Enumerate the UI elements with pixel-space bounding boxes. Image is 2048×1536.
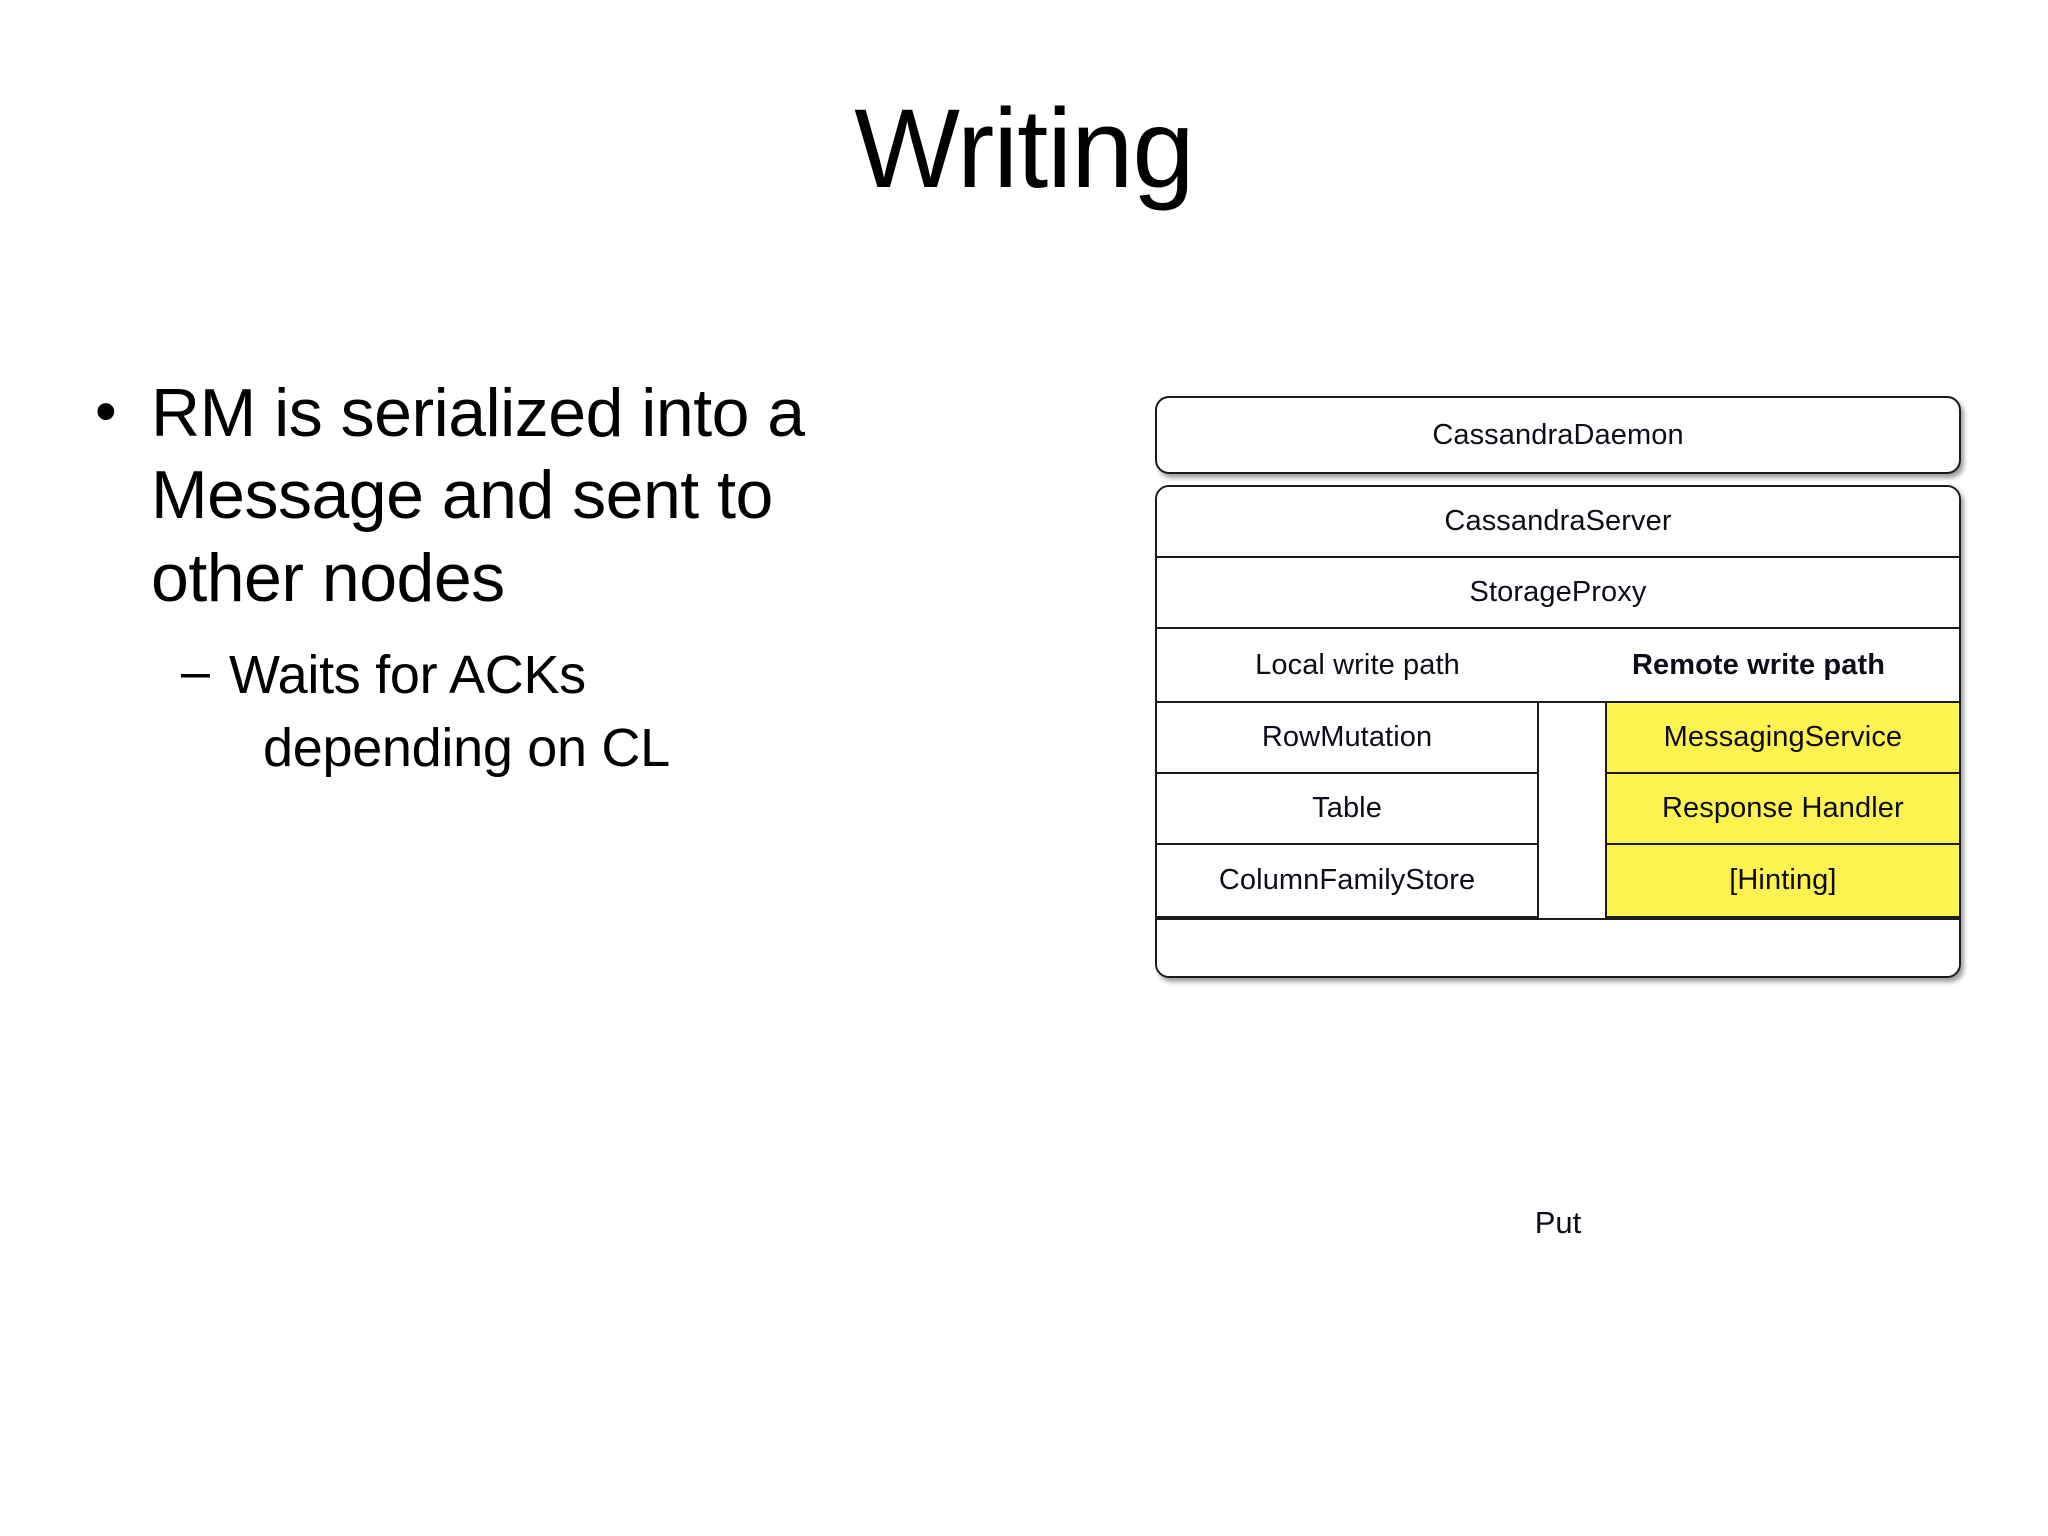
row-mutation-cell: RowMutation <box>1157 703 1538 774</box>
remote-write-path-label: Remote write path <box>1631 648 1886 681</box>
diagram-caption: Put <box>1534 1205 1582 1240</box>
table-label: Table <box>1312 792 1382 824</box>
remote-write-path-cell: Remote write path <box>1558 648 1959 681</box>
hinting-label: [Hinting] <box>1729 864 1837 896</box>
local-write-path-label: Local write path <box>1255 648 1460 681</box>
sub-bullet-line-1: Waits for ACKs <box>229 644 586 705</box>
messaging-service-cell: MessagingService <box>1606 703 1959 774</box>
list-item: – Waits for ACKs depending on CL <box>181 639 885 785</box>
bullet-list: • RM is serialized into a Message and se… <box>95 372 885 785</box>
messaging-service-label: MessagingService <box>1663 721 1903 753</box>
cassandra-write-path-diagram: CassandraDaemon CassandraServer StorageP… <box>1155 396 1961 978</box>
storage-proxy-row: StorageProxy <box>1157 558 1959 629</box>
response-handler-cell: Response Handler <box>1606 774 1959 845</box>
storage-proxy-label: StorageProxy <box>1469 576 1647 608</box>
row-mutation-label: RowMutation <box>1261 721 1433 753</box>
cassandra-server-label: CassandraServer <box>1444 505 1672 537</box>
write-path-columns: RowMutation Table ColumnFamilyStore Mess… <box>1157 703 1959 918</box>
sub-bullet-list: – Waits for ACKs depending on CL <box>181 639 885 785</box>
column-gap <box>1539 703 1605 918</box>
cassandra-server-box: CassandraServer StorageProxy Local write… <box>1155 485 1961 978</box>
page-title: Writing <box>854 86 1194 211</box>
sub-bullet-text: Waits for ACKs depending on CL <box>229 639 885 785</box>
bullet-marker-icon: • <box>95 377 117 446</box>
cassandra-daemon-label: CassandraDaemon <box>1432 418 1684 451</box>
dash-marker-icon: – <box>181 642 210 701</box>
table-cell: Table <box>1157 774 1538 845</box>
remote-write-path-stack: MessagingService Response Handler [Hinti… <box>1604 703 1959 918</box>
cassandra-daemon-box: CassandraDaemon <box>1155 396 1961 474</box>
response-handler-label: Response Handler <box>1661 792 1904 824</box>
sub-bullet-line-2: depending on CL <box>263 717 670 778</box>
write-paths-row: Local write path Remote write path <box>1157 629 1959 703</box>
cassandra-server-row: CassandraServer <box>1157 487 1959 558</box>
local-write-path-stack: RowMutation Table ColumnFamilyStore <box>1157 703 1540 918</box>
list-item: • RM is serialized into a Message and se… <box>95 372 885 619</box>
column-family-store-cell: ColumnFamilyStore <box>1157 845 1538 916</box>
hinting-cell: [Hinting] <box>1606 845 1959 916</box>
bullet-text: RM is serialized into a Message and sent… <box>151 375 805 616</box>
server-box-footer <box>1157 918 1959 976</box>
local-write-path-cell: Local write path <box>1157 648 1558 681</box>
column-family-store-label: ColumnFamilyStore <box>1218 864 1476 896</box>
